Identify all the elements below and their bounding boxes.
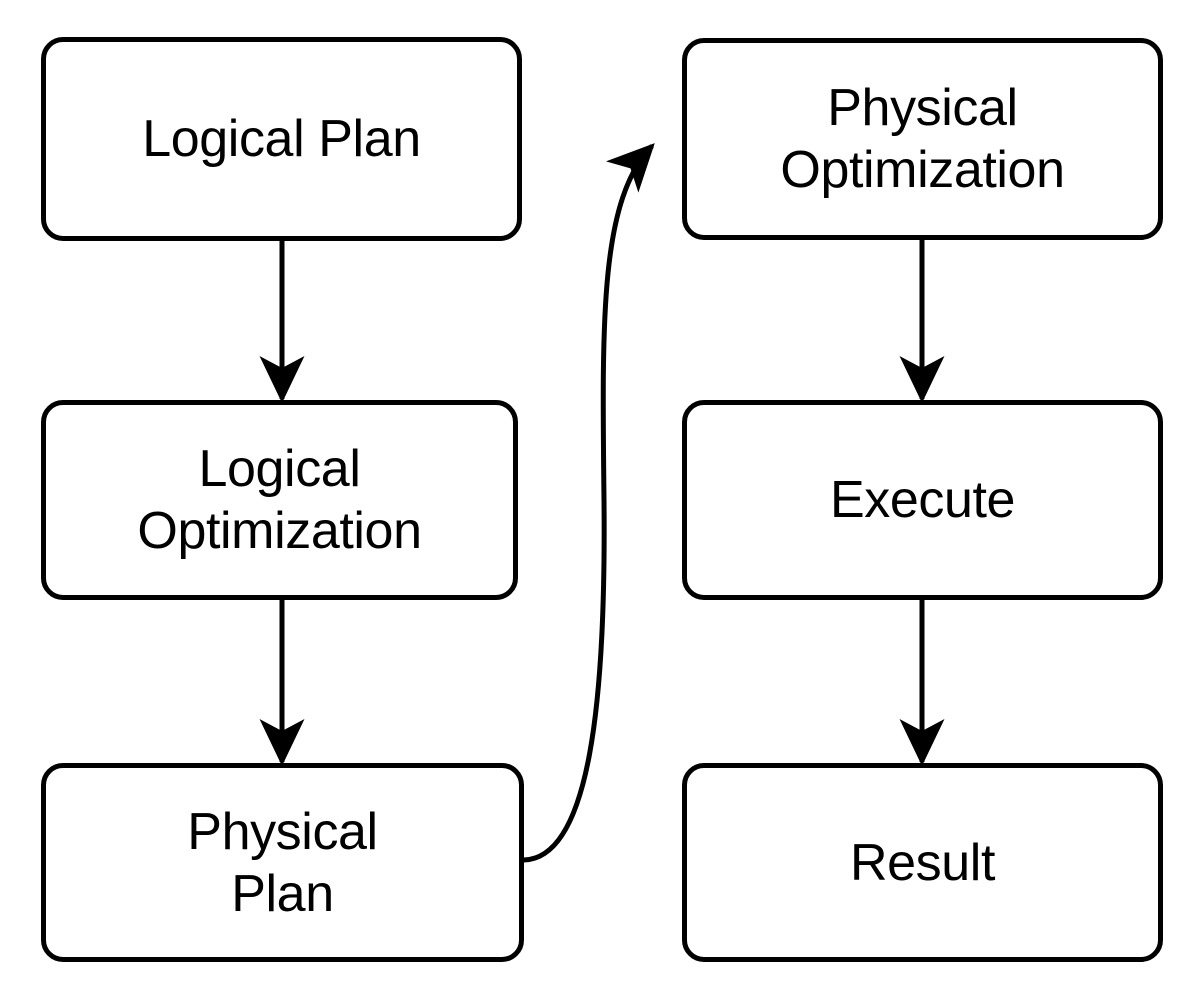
- node-logical-optimization-label: Logical Optimization: [137, 440, 422, 560]
- node-result[interactable]: Result: [682, 763, 1163, 962]
- node-logical-plan-label: Logical Plan: [142, 110, 421, 168]
- node-result-label: Result: [850, 833, 995, 892]
- node-physical-optimization-label: Physical Optimization: [780, 79, 1065, 199]
- node-execute[interactable]: Execute: [682, 400, 1163, 600]
- node-logical-plan[interactable]: Logical Plan: [41, 37, 522, 241]
- node-physical-optimization[interactable]: Physical Optimization: [682, 38, 1163, 240]
- connector-physical-plan-to-physical-optimization: [523, 143, 655, 863]
- node-physical-plan-label: Physical Plan: [187, 802, 378, 923]
- node-execute-label: Execute: [829, 471, 1016, 529]
- node-logical-optimization[interactable]: Logical Optimization: [41, 400, 518, 600]
- node-physical-plan[interactable]: Physical Plan: [41, 763, 524, 962]
